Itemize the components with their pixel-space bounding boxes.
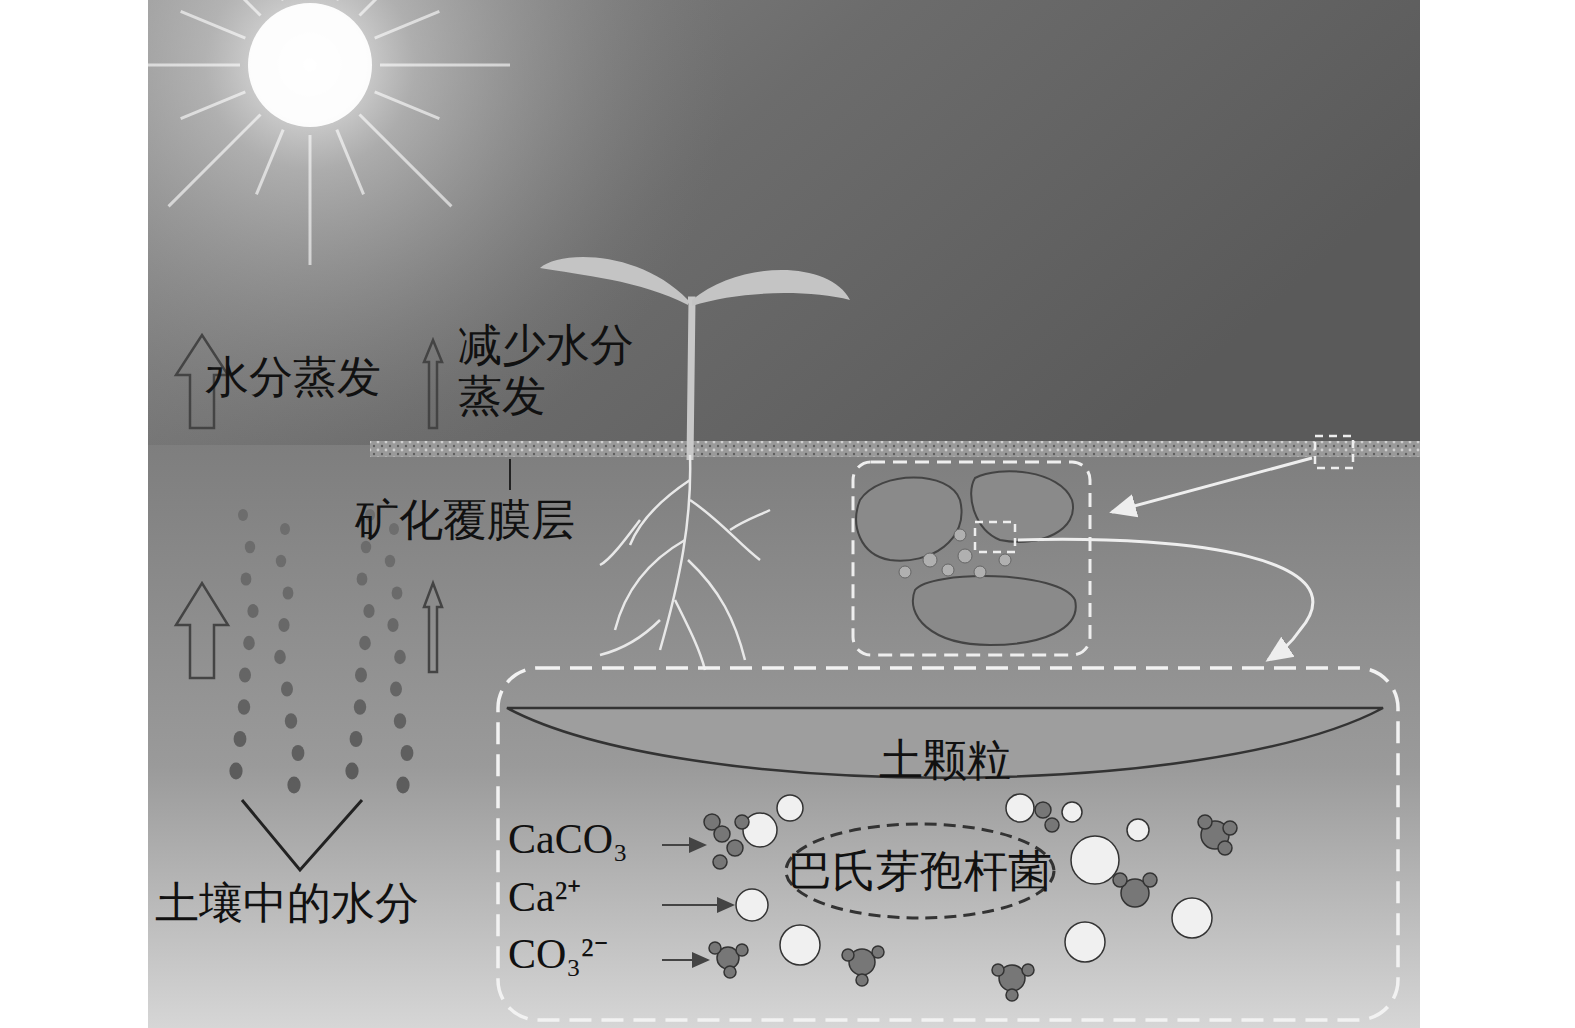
bacteria-ellipse: 巴氏芽孢杆菌: [760, 820, 1080, 922]
soil-particle: 土颗粒: [505, 705, 1385, 803]
node-text: 土颗粒: [505, 731, 1385, 790]
node-text: 巴氏芽孢杆菌: [760, 842, 1080, 901]
text-label: 减少水分 蒸发: [458, 320, 673, 421]
text-label: 矿化覆膜层: [355, 495, 575, 546]
chemical-label: Ca²⁺: [508, 873, 581, 921]
chemical-label: CO₃²⁻: [508, 930, 608, 978]
text-label: 土壤中的水分: [155, 878, 419, 929]
text-label: 水分蒸发: [205, 352, 381, 403]
chemical-label: CaCO₃: [508, 815, 628, 863]
